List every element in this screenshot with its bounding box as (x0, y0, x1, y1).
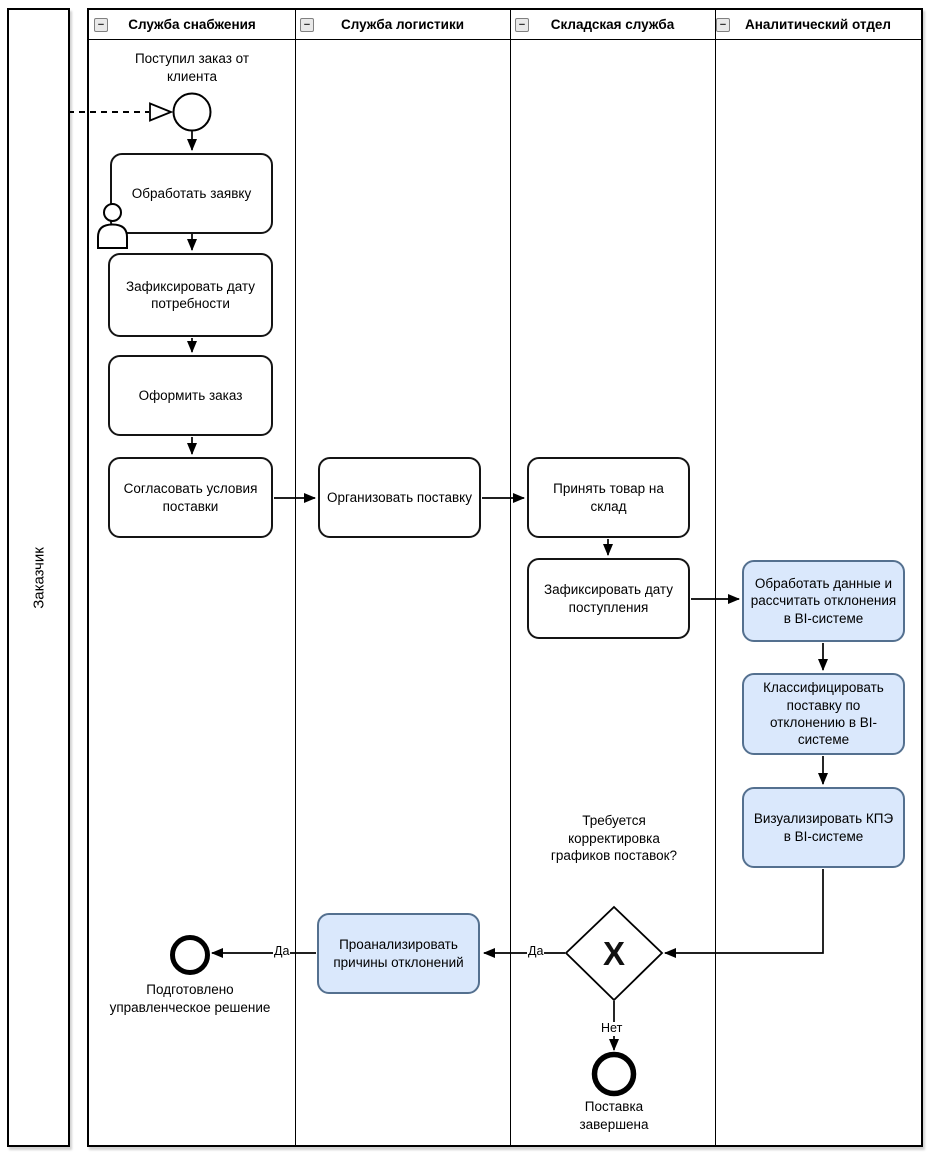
end-event-decision[interactable] (170, 935, 210, 975)
edge-label-yes-end: Да (273, 944, 291, 959)
task-analyze-causes-label: Проанализировать причины отклонений (333, 937, 464, 970)
collapse-icon[interactable]: − (300, 18, 314, 32)
task-analyze-causes[interactable]: Проанализировать причины отклонений (317, 913, 480, 994)
task-receive-goods[interactable]: Принять товар на склад (527, 457, 690, 538)
lane-analytics-header: − Аналитический отдел (715, 10, 921, 40)
task-place-order[interactable]: Оформить заказ (108, 355, 273, 436)
task-receive-goods-label: Принять товар на склад (553, 481, 664, 514)
lane-supply[interactable]: − Служба снабжения (89, 10, 296, 1145)
lane-logistics-header: − Служба логистики (295, 10, 510, 40)
collapse-icon[interactable]: − (716, 18, 730, 32)
edge-label-yes-gateway: Да (527, 944, 545, 959)
task-fix-need-date-label: Зафиксировать дату потребности (125, 278, 256, 311)
collapse-icon[interactable]: − (94, 18, 108, 32)
lane-warehouse[interactable]: − Складская служба (510, 10, 716, 1145)
task-process-request-label: Обработать заявку (131, 185, 252, 201)
task-process-data-bi-label: Обработать данные и рассчитать отклонени… (750, 576, 897, 626)
task-visualize-kpi-bi-label: Визуализировать КПЭ в BI-системе (753, 811, 894, 844)
start-event[interactable] (172, 92, 212, 132)
lane-supply-header: − Служба снабжения (89, 10, 295, 40)
task-agree-terms[interactable]: Согласовать условия поставки (108, 457, 273, 538)
lane-analytics[interactable]: − Аналитический отдел (715, 10, 921, 1145)
exclusive-gateway-x-icon: X (603, 935, 625, 972)
task-fix-receipt-date[interactable]: Зафиксировать дату поступления (527, 558, 690, 639)
lane-logistics[interactable]: − Служба логистики (295, 10, 511, 1145)
end-delivery-label: Поставка завершена (579, 1099, 649, 1132)
lane-logistics-title: Служба логистики (340, 17, 465, 32)
message-flow-open-arrowhead-icon (149, 102, 174, 122)
task-agree-terms-label: Согласовать условия поставки (123, 481, 258, 514)
gateway-question-label: Требуется корректировка графиков поставо… (550, 813, 678, 864)
exclusive-gateway[interactable] (564, 905, 664, 1002)
collapse-icon[interactable]: − (515, 18, 529, 32)
task-visualize-kpi-bi[interactable]: Визуализировать КПЭ в BI-системе (742, 787, 905, 868)
task-process-data-bi[interactable]: Обработать данные и рассчитать отклонени… (742, 560, 905, 642)
task-place-order-label: Оформить заказ (138, 387, 243, 403)
task-organize-delivery[interactable]: Организовать поставку (318, 457, 481, 538)
lane-analytics-title: Аналитический отдел (745, 17, 891, 32)
start-event-label: Поступил заказ от клиента (134, 51, 250, 84)
end-event-delivery[interactable] (591, 1051, 637, 1097)
lane-warehouse-title: Складская служба (550, 17, 675, 32)
task-classify-delivery-bi-label: Классифицировать поставку по отклонению … (763, 680, 884, 748)
task-process-request[interactable]: Обработать заявку (110, 153, 273, 234)
task-organize-delivery-label: Организовать поставку (327, 489, 472, 505)
end-decision-label: Подготовлено управленческое решение (109, 982, 271, 1015)
lane-supply-title: Служба снабжения (128, 17, 256, 32)
lane-customer[interactable]: Заказчик (7, 8, 70, 1147)
lane-warehouse-header: − Складская служба (510, 10, 715, 40)
task-fix-receipt-date-label: Зафиксировать дату поступления (543, 582, 674, 615)
user-icon (97, 203, 128, 249)
task-classify-delivery-bi[interactable]: Классифицировать поставку по отклонению … (742, 673, 905, 755)
task-fix-need-date[interactable]: Зафиксировать дату потребности (108, 253, 273, 337)
flow-visualize-to-gateway[interactable] (664, 869, 824, 958)
edge-label-no: Нет (600, 1021, 624, 1036)
